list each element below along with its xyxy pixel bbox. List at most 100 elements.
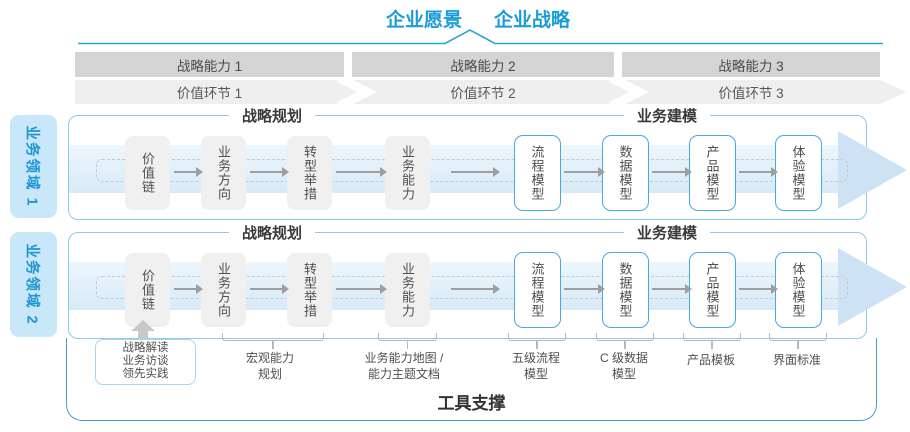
node-label: 数据模型 bbox=[617, 261, 633, 318]
node-label: 体验模型 bbox=[790, 261, 806, 318]
node-transformation-initiatives: 转型举措 bbox=[287, 253, 332, 327]
arrow-right-icon bbox=[564, 284, 605, 294]
annotation-line: 业务访谈 bbox=[122, 355, 169, 368]
node-label: 转型举措 bbox=[302, 262, 317, 318]
node-business-capability: 业务能力 bbox=[385, 136, 430, 210]
flow-arrowhead-icon bbox=[838, 248, 907, 326]
annotation-capability-map: 业务能力地图 / 能力主题文档 bbox=[365, 351, 444, 382]
domain-row-1: 战略规划 业务建模 价值链 业务方向 转型举措 业务能力 流程模型 数据模型 产… bbox=[68, 105, 907, 220]
section-title-business-modeling: 业务建模 bbox=[623, 222, 711, 243]
arrow-right-icon bbox=[739, 167, 778, 177]
node-label: 转型举措 bbox=[302, 145, 317, 201]
node-data-model: 数据模型 bbox=[601, 251, 649, 328]
arrow-right-icon bbox=[174, 284, 203, 294]
annotation-line: 产品模板 bbox=[686, 353, 736, 367]
annotation-line: 模型 bbox=[523, 366, 549, 381]
chevron-right-icon bbox=[608, 80, 648, 104]
arrow-right-icon bbox=[250, 284, 289, 294]
section-title-strategic-planning: 战略规划 bbox=[228, 105, 316, 126]
annotation-ui-standard: 界面标准 bbox=[773, 353, 821, 369]
flow-arrowhead-icon bbox=[838, 131, 907, 209]
caret-line-icon bbox=[78, 29, 883, 45]
capability-band-1: 战略能力 1 bbox=[75, 52, 344, 77]
node-label: 体验模型 bbox=[790, 144, 806, 201]
node-value-chain: 价值链 bbox=[125, 253, 170, 327]
node-product-model: 产品模型 bbox=[688, 134, 736, 211]
arrow-right-icon bbox=[250, 167, 289, 177]
tool-support-title: 工具支撑 bbox=[437, 394, 506, 413]
node-business-direction: 业务方向 bbox=[201, 136, 246, 210]
annotation-macro-capability-planning: 宏观能力 规划 bbox=[246, 351, 294, 382]
bracket-icon bbox=[222, 333, 324, 349]
node-label: 业务能力 bbox=[400, 145, 415, 201]
annotation-line: 规划 bbox=[257, 366, 283, 381]
annotation-c-level-data-model: C 级数据 模型 bbox=[600, 351, 648, 382]
dashed-track bbox=[96, 276, 848, 299]
node-experience-model: 体验模型 bbox=[774, 251, 822, 328]
domain-row-2: 战略规划 业务建模 价值链 业务方向 转型举措 业务能力 流程模型 数据模型 产… bbox=[68, 222, 907, 339]
chevron-right-icon bbox=[336, 80, 376, 104]
arrow-right-icon bbox=[652, 284, 692, 294]
diagram-header: 企业愿景 企业战略 bbox=[386, 5, 570, 32]
node-experience-model: 体验模型 bbox=[774, 134, 822, 211]
arrow-right-icon bbox=[564, 167, 605, 177]
bracket-icon bbox=[378, 333, 437, 349]
value-link-label-1: 价值环节 1 bbox=[176, 86, 243, 101]
node-product-model: 产品模型 bbox=[688, 251, 736, 328]
domain-label-2: 业务领域 2 bbox=[10, 232, 57, 337]
node-value-chain: 价值链 bbox=[125, 136, 170, 210]
annotation-line: 业务能力地图 / bbox=[364, 351, 444, 365]
domain-label-1: 业务领域 1 bbox=[10, 115, 57, 218]
value-link-label-3: 价值环节 3 bbox=[718, 86, 784, 101]
node-label: 产品模型 bbox=[704, 144, 720, 201]
node-label: 业务能力 bbox=[400, 262, 415, 318]
node-label: 价值链 bbox=[140, 152, 155, 194]
domain-label-text: 业务领域 2 bbox=[24, 243, 40, 326]
node-business-direction: 业务方向 bbox=[201, 253, 246, 327]
bracket-icon bbox=[508, 333, 566, 349]
tool-support-container: 工具支撑 bbox=[66, 338, 877, 421]
capability-band-2: 战略能力 2 bbox=[352, 52, 614, 77]
annotation-line: 战略解读 bbox=[122, 342, 169, 354]
annotation-line: 宏观能力 bbox=[245, 351, 295, 365]
arrow-right-icon bbox=[451, 167, 500, 177]
node-label: 流程模型 bbox=[529, 261, 545, 318]
arrow-right-icon bbox=[451, 284, 500, 294]
domain-label-text: 业务领域 1 bbox=[24, 125, 40, 208]
section-title-strategic-planning: 战略规划 bbox=[228, 222, 316, 243]
bracket-icon bbox=[769, 333, 827, 349]
annotation-product-template: 产品模板 bbox=[687, 353, 735, 369]
annotation-line: C 级数据 bbox=[599, 351, 649, 365]
value-link-band bbox=[75, 80, 880, 104]
node-label: 业务方向 bbox=[216, 262, 231, 318]
node-label: 流程模型 bbox=[529, 144, 545, 201]
dashed-track bbox=[96, 159, 848, 182]
arrow-right-icon bbox=[336, 284, 387, 294]
value-link-label-2: 价值环节 2 bbox=[450, 86, 516, 101]
capability-band-3: 战略能力 3 bbox=[622, 52, 880, 77]
arrow-right-icon bbox=[652, 167, 692, 177]
vision-title: 企业愿景 bbox=[385, 10, 462, 31]
node-transformation-initiatives: 转型举措 bbox=[287, 136, 332, 210]
annotation-l5-process-model: 五级流程 模型 bbox=[512, 351, 560, 382]
arrow-up-icon bbox=[131, 320, 155, 331]
arrow-up-stem bbox=[138, 331, 148, 340]
bracket-icon bbox=[683, 333, 741, 349]
node-label: 数据模型 bbox=[617, 144, 633, 201]
arrow-right-icon bbox=[336, 167, 387, 177]
node-label: 产品模型 bbox=[704, 261, 720, 318]
annotation-line: 界面标准 bbox=[772, 353, 822, 367]
node-process-model: 流程模型 bbox=[513, 251, 561, 328]
arrow-right-icon bbox=[739, 284, 778, 294]
node-label: 业务方向 bbox=[216, 145, 231, 201]
annotation-strategy-interpretation: 战略解读 业务访谈 领先实践 bbox=[95, 339, 196, 385]
arrow-right-icon bbox=[174, 167, 203, 177]
node-label: 价值链 bbox=[140, 269, 155, 311]
section-title-business-modeling: 业务建模 bbox=[623, 105, 711, 126]
node-data-model: 数据模型 bbox=[601, 134, 649, 211]
annotation-line: 领先实践 bbox=[122, 368, 169, 381]
annotation-line: 五级流程 bbox=[511, 351, 561, 365]
annotation-line: 能力主题文档 bbox=[367, 366, 441, 381]
value-link-arrow-tip-icon bbox=[880, 80, 906, 104]
